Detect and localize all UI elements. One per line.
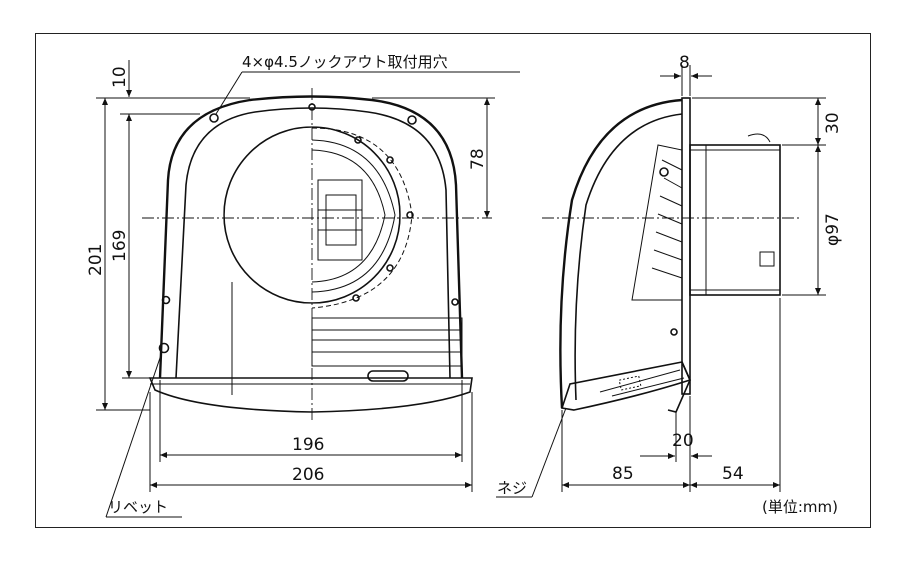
dim-duct-diameter: φ97 — [823, 213, 843, 246]
dim-lip: 20 — [672, 431, 694, 451]
rivet-label: リベット — [108, 498, 168, 516]
front-internal-detail — [224, 115, 463, 382]
dim-total-width: 206 — [292, 465, 324, 485]
knockout-hole — [209, 113, 219, 123]
front-dimensions — [96, 60, 520, 518]
side-hood-outline — [559, 98, 683, 409]
unit-note: (単位:mm) — [762, 498, 838, 516]
dim-top-to-duct: 30 — [823, 112, 843, 134]
side-internal-fins — [631, 144, 683, 336]
dim-center-height: 78 — [468, 148, 488, 170]
side-flange — [681, 97, 691, 395]
front-hood-outline — [158, 95, 464, 379]
dim-duct-length: 54 — [722, 464, 744, 484]
dim-flange-thickness: 8 — [679, 53, 690, 73]
side-bottom-louver — [560, 361, 692, 411]
dim-top-offset: 10 — [110, 66, 130, 88]
side-view — [542, 97, 800, 413]
side-duct — [689, 144, 781, 296]
screw-label: ネジ — [497, 479, 527, 497]
side-dimensions — [496, 65, 826, 498]
dim-hood-depth: 85 — [612, 464, 634, 484]
rivet — [158, 342, 170, 354]
front-base-flange — [148, 377, 473, 413]
drawing-frame — [35, 33, 871, 528]
dim-total-height: 201 — [86, 244, 106, 276]
hole-note: 4×φ4.5ノックアウト取付用穴 — [242, 53, 448, 71]
front-view — [142, 88, 492, 420]
dim-inner-width: 196 — [292, 435, 324, 455]
dim-inner-height: 169 — [110, 230, 130, 262]
